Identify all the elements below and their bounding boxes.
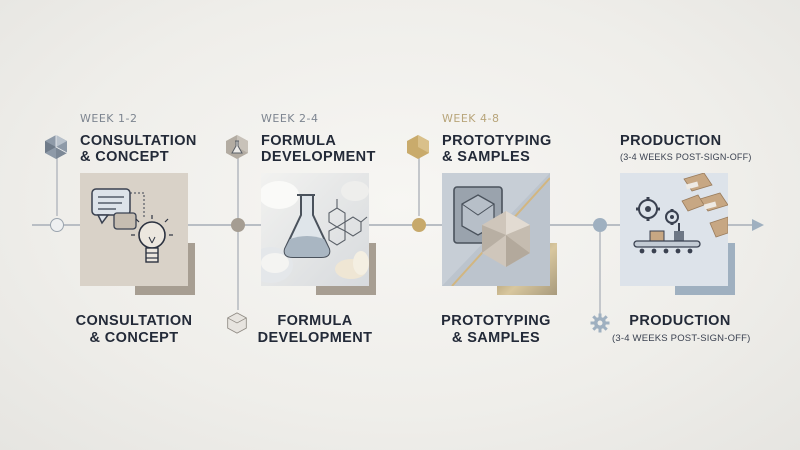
step4-title-line1: PRODUCTION [620, 133, 722, 149]
gold-hexagon-icon [407, 135, 429, 159]
step3-image-prototype [442, 173, 550, 286]
step2-bottom-line2: DEVELOPMENT [257, 330, 373, 346]
step4-bottom-line1: PRODUCTION [629, 313, 731, 329]
timeline-axis [32, 224, 758, 226]
step1-title-line2: & CONCEPT [80, 149, 169, 165]
step1-title-line1: CONSULTATION [80, 133, 197, 149]
timeline-node-1 [50, 218, 64, 232]
flask-hexagon-icon [226, 135, 248, 159]
step4-title-line2: (3-4 WEEKS POST-SIGN-OFF) [620, 152, 752, 162]
step3-title: PROTOTYPING & SAMPLES [442, 133, 552, 165]
step3-bottom-line2: & SAMPLES [451, 330, 541, 346]
faceted-hexagon-icon [227, 312, 247, 334]
geodesic-hexagon-icon [45, 135, 68, 159]
step4-bottom-title: PRODUCTION (3-4 WEEKS POST-SIGN-OFF) [612, 313, 751, 347]
gear-icon [590, 313, 610, 333]
step2-bottom-title: FORMULA DEVELOPMENT [247, 313, 383, 347]
step2-title: FORMULA DEVELOPMENT [261, 133, 376, 165]
step3-bottom-line1: PROTOTYPING [441, 313, 551, 329]
step4-bottom-line2: (3-4 WEEKS POST-SIGN-OFF) [612, 333, 751, 344]
step3-week: WEEK 4-8 [442, 112, 500, 125]
connector-step1 [56, 158, 58, 216]
step4-title: PRODUCTION (3-4 WEEKS POST-SIGN-OFF) [620, 133, 752, 165]
step3-bottom-title: PROTOTYPING & SAMPLES [428, 313, 564, 347]
step1-bottom-title: CONSULTATION & CONCEPT [66, 313, 202, 347]
step2-lower-connector [237, 232, 239, 310]
step3-title-line1: PROTOTYPING [442, 133, 552, 149]
step1-bottom-line1: CONSULTATION [75, 313, 193, 329]
timeline-node-2 [231, 218, 245, 232]
step2-title-line2: DEVELOPMENT [261, 149, 376, 165]
step2-week: WEEK 2-4 [261, 112, 319, 125]
step4-image-production [620, 173, 728, 286]
step1-title: CONSULTATION & CONCEPT [80, 133, 197, 165]
step2-title-line1: FORMULA [261, 133, 337, 149]
timeline-arrow-icon [752, 219, 764, 231]
step2-bottom-line1: FORMULA [277, 313, 353, 329]
step2-image-formula [261, 173, 369, 286]
timeline-node-4 [593, 218, 607, 232]
step1-bottom-line2: & CONCEPT [89, 330, 179, 346]
step1-image-consultation [80, 173, 188, 286]
connector-step3 [418, 158, 420, 216]
timeline-node-3 [412, 218, 426, 232]
step1-week: WEEK 1-2 [80, 112, 138, 125]
connector-step4 [599, 232, 601, 316]
step3-title-line2: & SAMPLES [442, 149, 531, 165]
